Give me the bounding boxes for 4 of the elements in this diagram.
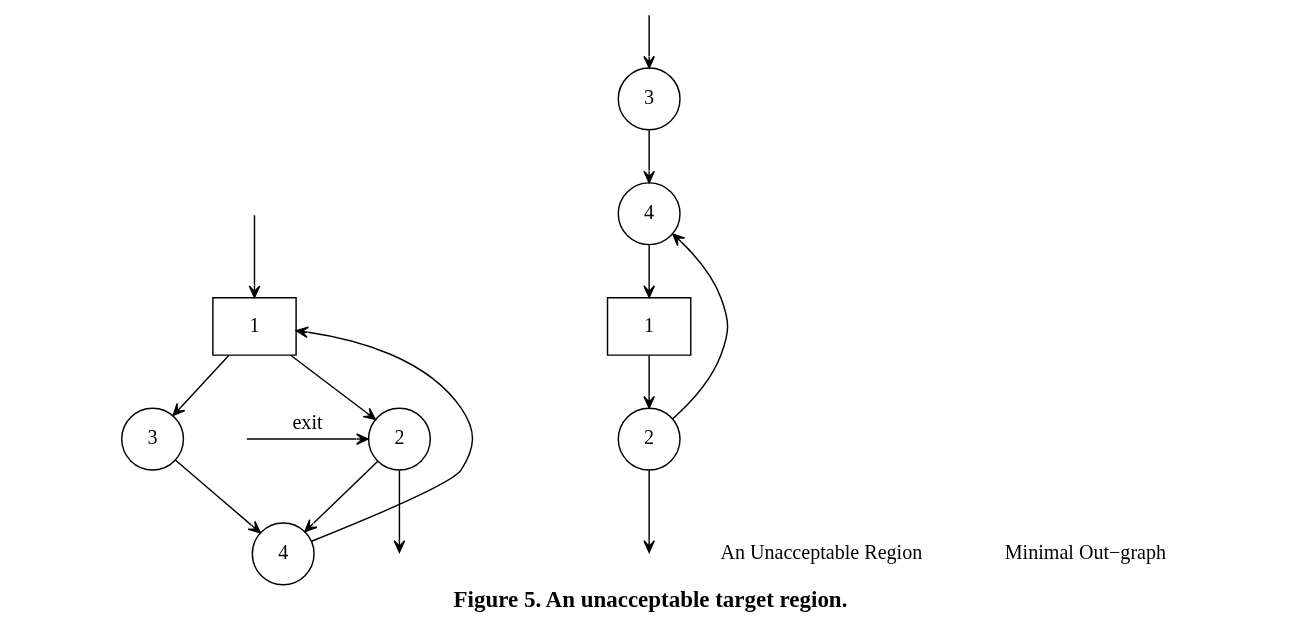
caption: Figure 5. An unacceptable target region. bbox=[453, 587, 848, 613]
label: An Unacceptable Region bbox=[720, 541, 923, 564]
edge-label: exit bbox=[292, 411, 323, 434]
label: Minimal Out−graph bbox=[1004, 541, 1167, 564]
